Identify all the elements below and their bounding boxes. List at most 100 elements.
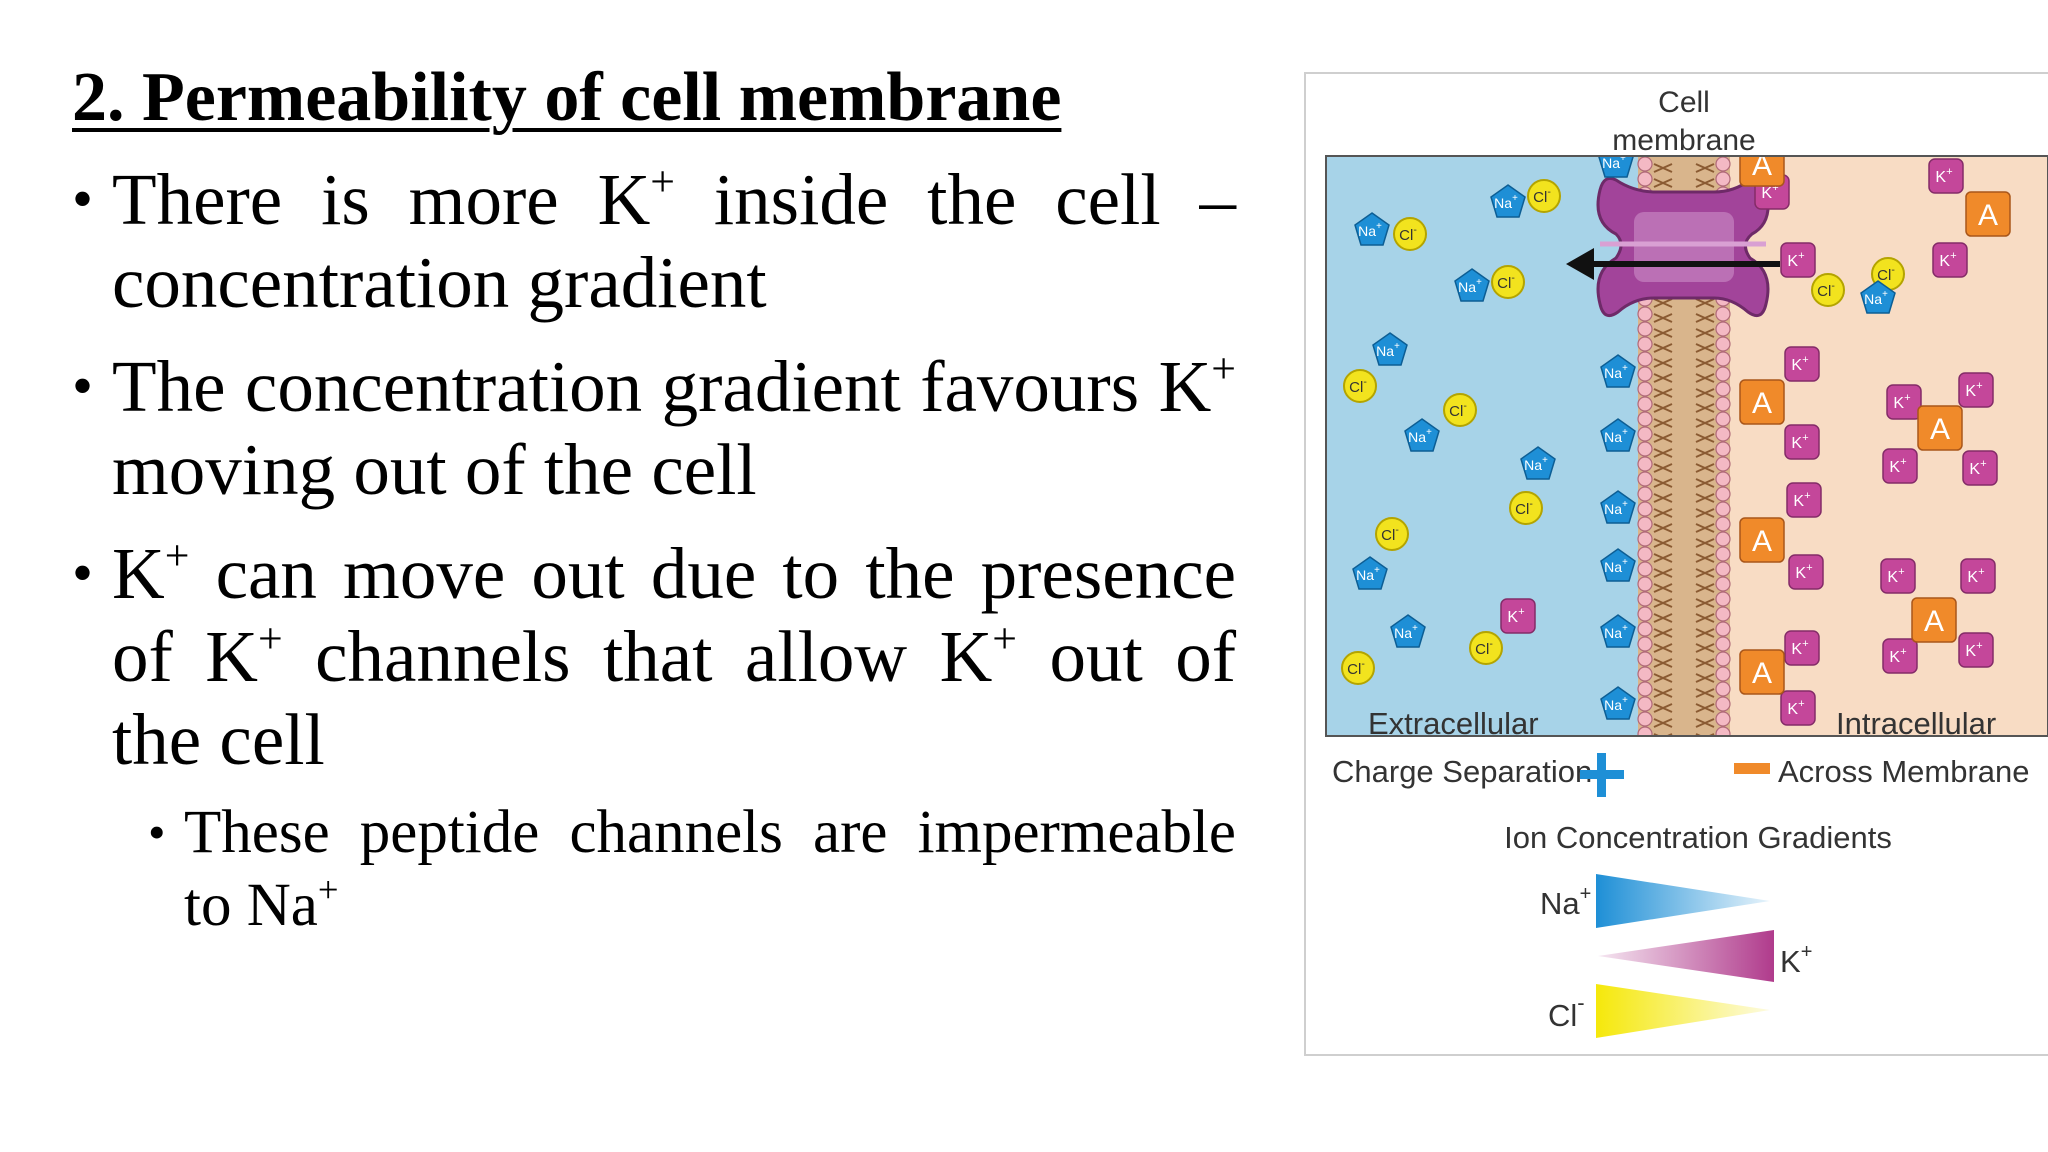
anion-label: A	[1924, 605, 1944, 638]
ion-label: Na+	[1408, 427, 1432, 445]
bullet-text: moving out of the cell	[112, 429, 757, 510]
superscript-plus: +	[164, 532, 190, 581]
ion-label: K+	[1939, 250, 1956, 270]
sodium-ion-icon	[1600, 614, 1636, 648]
potassium-ion-icon	[1960, 558, 1996, 594]
ion-label: Cl-	[1399, 224, 1417, 244]
across-membrane-label: Across Membrane	[1778, 754, 2030, 789]
ion-label: Na+	[1604, 695, 1628, 713]
anion-icon	[1739, 156, 1785, 187]
membrane-diagram: Na+ Na+ Na+ Na+ Na+ Na+ Na+ Na+ Cl- Cl- Cl- Cl- Cl- C…	[1304, 72, 2048, 1056]
sodium-ion-icon	[1354, 212, 1390, 246]
potassium-ion-icon	[1882, 638, 1918, 674]
ion-label: Cl-	[1475, 638, 1493, 658]
sodium-ion-icon	[1600, 354, 1636, 388]
sodium-ion-icon	[1490, 184, 1526, 218]
potassium-ion-icon	[1500, 598, 1536, 634]
ion-label: Na+	[1602, 153, 1626, 171]
chloride-ion-icon	[1491, 265, 1525, 299]
plus-sign-icon	[1580, 753, 1624, 797]
potassium-ion-icon	[1928, 158, 1964, 194]
ion-label: K+	[1787, 250, 1804, 270]
ion-label: Na+	[1394, 623, 1418, 641]
anion-label: A	[1752, 657, 1772, 690]
anion-icon	[1917, 405, 1963, 451]
ion-label: Na+	[1524, 455, 1548, 473]
ion-label: K+	[1967, 566, 1984, 586]
potassium-channel	[1596, 176, 1770, 318]
ion-label: K+	[1935, 166, 1952, 186]
bullet-text: channels that allow K	[282, 616, 993, 697]
bullet-text: K	[112, 533, 165, 614]
chloride-ion-icon	[1811, 273, 1845, 307]
anion-label: A	[1930, 413, 1950, 446]
ion-label: K+	[1795, 562, 1812, 582]
superscript-plus: +	[650, 158, 675, 207]
ion-label: K+	[1893, 392, 1910, 412]
ion-label: Na+	[1494, 193, 1518, 211]
potassium-ion-icon	[1780, 242, 1816, 278]
ion-label: Cl-	[1349, 376, 1367, 396]
ion-label: Na+	[1864, 289, 1888, 307]
chloride-ion-icon	[1469, 631, 1503, 665]
ion-label: K+	[1507, 606, 1524, 626]
sodium-ion-icon	[1600, 490, 1636, 524]
potassium-ion-icon	[1882, 448, 1918, 484]
potassium-ion-icon	[1886, 384, 1922, 420]
sodium-ion-icon	[1600, 686, 1636, 720]
potassium-ion-icon	[1784, 630, 1820, 666]
bullet-item: K+ can move out due to the presence of K…	[72, 532, 1236, 781]
potassium-ion-icon	[1786, 482, 1822, 518]
ion-label: Cl-	[1449, 400, 1467, 420]
potassium-ion-icon	[1784, 424, 1820, 460]
potassium-ion-icon	[1958, 632, 1994, 668]
sodium-ion-icon	[1372, 332, 1408, 366]
ion-label: K+	[1969, 458, 1986, 478]
potassium-ion-icon	[1962, 450, 1998, 486]
chloride-ion-icon	[1393, 217, 1427, 251]
bullet-item: The concentration gradient favours K+ mo…	[72, 345, 1236, 511]
sodium-ion-icon	[1600, 418, 1636, 452]
slide-title: 2. Permeability of cell membrane	[72, 59, 1062, 136]
ion-label: Na+	[1604, 557, 1628, 575]
ion-label: K+	[1793, 490, 1810, 510]
sodium-ion-icon	[1404, 418, 1440, 452]
extracellular-label: Extracellular	[1368, 706, 1539, 741]
anion-icon	[1911, 597, 1957, 643]
ion-label: Cl-	[1515, 498, 1533, 518]
potassium-ion-icon	[1958, 372, 1994, 408]
panel-border	[1325, 155, 2048, 737]
sodium-ion-icon	[1454, 268, 1490, 302]
sodium-ion-icon	[1390, 614, 1426, 648]
ion-label: Na+	[1604, 427, 1628, 445]
cell-membrane-label: membrane	[1612, 124, 1755, 157]
sodium-ion-icon	[1860, 280, 1896, 314]
anion-icon	[1739, 517, 1785, 563]
anion-icon	[1965, 191, 2011, 237]
potassium-ion-icon	[1784, 346, 1820, 382]
superscript-plus: +	[317, 868, 339, 910]
cl-gradient-wedge	[1596, 984, 1770, 1038]
chloride-ion-icon	[1509, 491, 1543, 525]
bullet-list: There is more K+ inside the cell – conce…	[72, 158, 1236, 942]
ion-label: Na+	[1604, 623, 1628, 641]
ion-label: K+	[1889, 646, 1906, 666]
ion-label: Na+	[1358, 221, 1382, 239]
ion-label: Cl-	[1533, 186, 1551, 206]
anion-label: A	[1752, 149, 1772, 182]
potassium-ion-icon	[1932, 242, 1968, 278]
ion-label: Cl-	[1877, 264, 1895, 284]
ion-label: K+	[1791, 432, 1808, 452]
potassium-ion-icon	[1880, 558, 1916, 594]
sodium-ion-icon	[1520, 446, 1556, 480]
ion-label: Na+	[1376, 341, 1400, 359]
na-gradient-label: Na+	[1540, 883, 1591, 921]
ion-label: Na+	[1356, 565, 1380, 583]
potassium-ion-icon	[1788, 554, 1824, 590]
sodium-ion-icon	[1598, 156, 1634, 178]
ion-label: Na+	[1604, 363, 1628, 381]
ion-label: Cl-	[1497, 272, 1515, 292]
ion-label: K+	[1791, 354, 1808, 374]
intracellular-label: Intracellular	[1836, 706, 1996, 741]
ion-label: K+	[1787, 698, 1804, 718]
